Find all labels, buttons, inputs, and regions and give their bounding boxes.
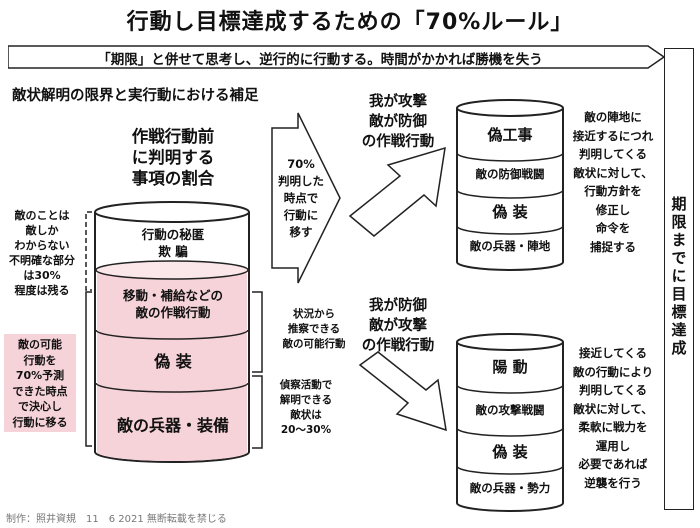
lower-cylinder bbox=[456, 333, 564, 512]
upper-note: 敵の陣地に 接近するにつれ 判明してくる 敵状に対して、 行動方針を 修正し 命… bbox=[572, 110, 654, 254]
upper-band-defense: 敵の防御戦闘 bbox=[475, 167, 545, 181]
arrow-text: 70% 判明した 時点で 行動に 移す bbox=[278, 157, 324, 239]
lower-band-feint: 陽 動 bbox=[492, 358, 528, 376]
lower-note: 接近してくる 敵の行動により 判明してくる 敵状に対して、 柔軟に戦力を 運用し… bbox=[572, 346, 654, 490]
note-unknown: 敵のことは 敵しか わからない 不明確な部分 は30% 程度は残る bbox=[9, 209, 75, 297]
lower-band-weapons: 敵の兵器・勢力 bbox=[469, 481, 551, 495]
band-movement: 移動・補給などの 敵の作戦行動 bbox=[122, 288, 223, 320]
note-probable-action: 状況から 推察できる 敵の可能行動 bbox=[282, 308, 346, 350]
lower-band-attack: 敵の攻撃戦闘 bbox=[475, 403, 545, 417]
lower-band-camouflage: 偽 装 bbox=[492, 443, 528, 461]
subheading: 敵状解明の限界と実行動における補足 bbox=[12, 88, 259, 104]
deadline-text: 期限までに目標達成 bbox=[669, 196, 688, 358]
upper-cylinder bbox=[456, 99, 564, 271]
banner-arrow bbox=[8, 45, 666, 69]
band-secrecy: 行動の秘匿 欺 騙 bbox=[141, 227, 205, 259]
band-camouflage: 偽 装 bbox=[154, 352, 192, 371]
left-cylinder bbox=[94, 201, 250, 463]
upper-band-fake-works: 偽工事 bbox=[487, 126, 533, 144]
note-decide-at-70: 敵の可能 行動を 70%予測 できた時点 で決心し 行動に移る bbox=[12, 338, 68, 429]
lower-heading: 我が防御 敵が攻撃 の作戦行動 bbox=[361, 298, 435, 354]
page-title: 行動し目標達成するための「70%ルール」 bbox=[126, 10, 574, 35]
note-recon: 偵察活動で 解明できる 敵状は 20〜30% bbox=[279, 379, 333, 436]
upper-band-weapons: 敵の兵器・陣地 bbox=[469, 239, 551, 253]
left-heading: 作戦行動前 に判明する 事項の割合 bbox=[131, 127, 215, 188]
band-weapons: 敵の兵器・装備 bbox=[116, 416, 229, 435]
upper-band-camouflage: 偽 装 bbox=[492, 203, 528, 221]
deadline-box bbox=[664, 48, 694, 510]
footer-credit: 制作：照井資規 11 6 2021 無断転載を禁じる bbox=[6, 514, 227, 525]
banner-text: 「期限」と併せて思考し、逆行的に行動する。時間がかかれば勝機を失う bbox=[97, 52, 543, 68]
upper-heading: 我が攻撃 敵が防御 の作戦行動 bbox=[361, 94, 435, 150]
